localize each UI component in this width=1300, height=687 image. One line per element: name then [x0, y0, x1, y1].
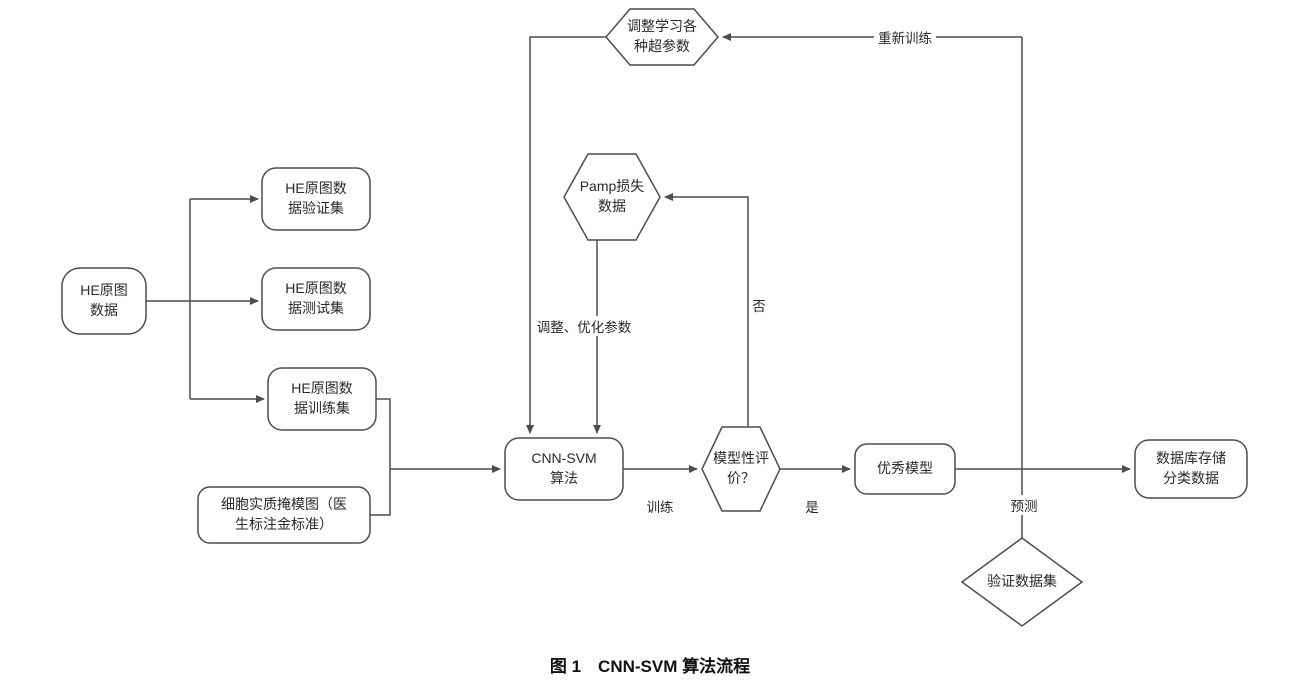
node-mask-shape — [197, 486, 371, 544]
figure-caption: 图 1 CNN-SVM 算法流程 — [549, 657, 751, 676]
node-he-source-shape — [61, 267, 147, 335]
edge-training-mask-merge-line — [370, 398, 391, 516]
node-db-store-shape — [1134, 439, 1248, 499]
node-he-validation-shape — [261, 167, 371, 231]
node-validation-dataset-diamond — [960, 537, 1084, 627]
edge-source-branch-line — [146, 199, 191, 399]
node-cnn-svm-shape — [504, 437, 624, 501]
node-good-model-shape — [854, 443, 956, 495]
node-model-eval-hexagon — [701, 426, 781, 512]
node-pamp-loss-hexagon — [563, 153, 661, 241]
node-he-training-shape — [267, 367, 377, 431]
edge-tunehex-to-cnn-arrow — [526, 36, 606, 434]
node-he-test-shape — [261, 267, 371, 331]
node-tune-hyperparams-hexagon — [605, 8, 719, 66]
edge-eval-no-to-pamp-arrow — [664, 193, 749, 427]
